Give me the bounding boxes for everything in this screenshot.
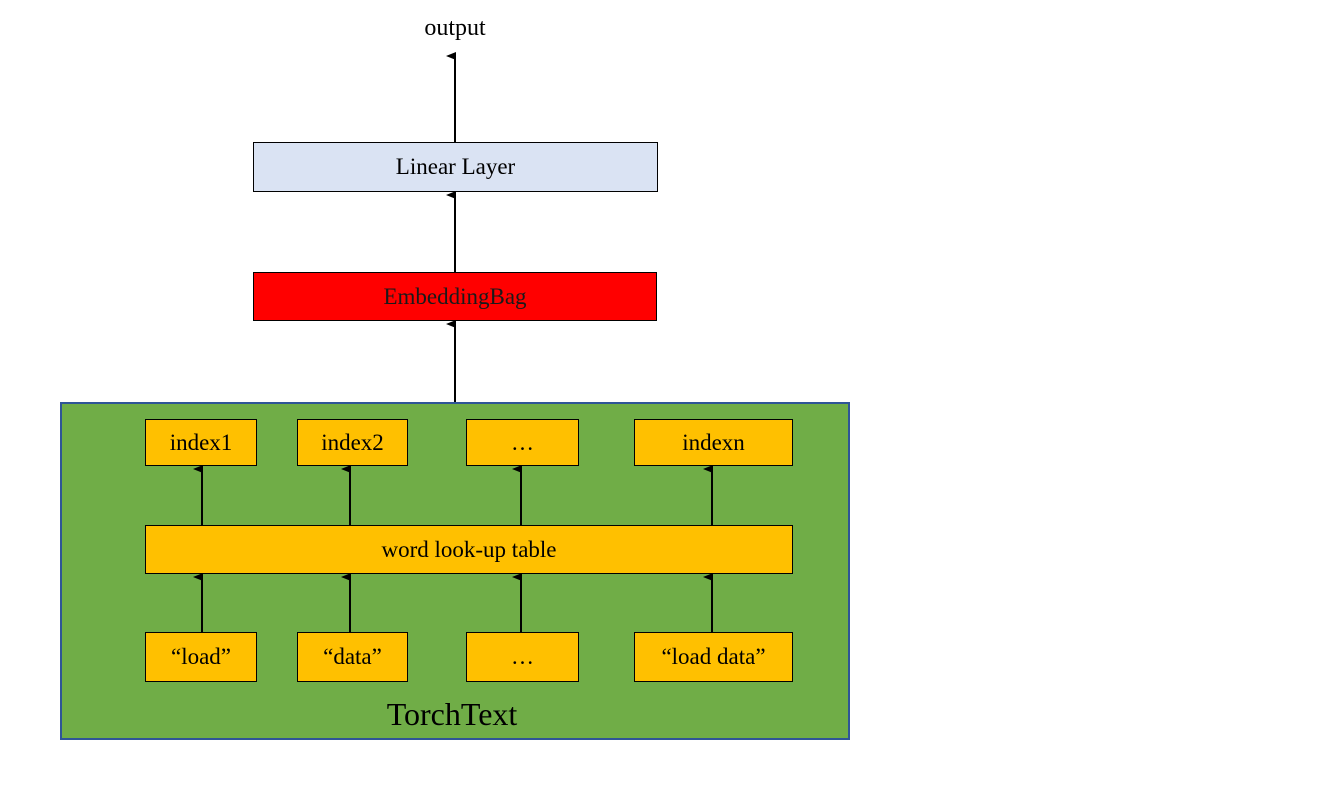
token-label: … bbox=[511, 644, 534, 669]
token-node-2: “data” bbox=[297, 632, 408, 682]
embedding-bag-box: EmbeddingBag bbox=[253, 272, 657, 321]
index-label: index1 bbox=[169, 429, 233, 455]
index-node-ellipsis: … bbox=[466, 419, 579, 466]
output-label: output bbox=[424, 15, 486, 41]
embedding-bag-label: EmbeddingBag bbox=[383, 283, 527, 309]
token-label: “load data” bbox=[661, 644, 766, 669]
token-node-1: “load” bbox=[145, 632, 257, 682]
token-node-ellipsis: … bbox=[466, 632, 579, 682]
torchtext-title: TorchText bbox=[386, 696, 518, 732]
token-node-n: “load data” bbox=[634, 632, 793, 682]
linear-layer-label: Linear Layer bbox=[395, 154, 516, 179]
index-label: indexn bbox=[682, 429, 745, 455]
index-node-1: index1 bbox=[145, 419, 257, 466]
linear-layer-box: Linear Layer bbox=[253, 142, 658, 192]
index-label: … bbox=[511, 429, 534, 455]
lookup-table-label: word look-up table bbox=[381, 536, 557, 562]
token-label: “load” bbox=[170, 644, 231, 669]
token-label: “data” bbox=[323, 644, 382, 669]
index-node-2: index2 bbox=[297, 419, 408, 466]
index-node-n: indexn bbox=[634, 419, 793, 466]
index-label: index2 bbox=[321, 429, 384, 455]
word-lookup-table: word look-up table bbox=[145, 525, 793, 574]
